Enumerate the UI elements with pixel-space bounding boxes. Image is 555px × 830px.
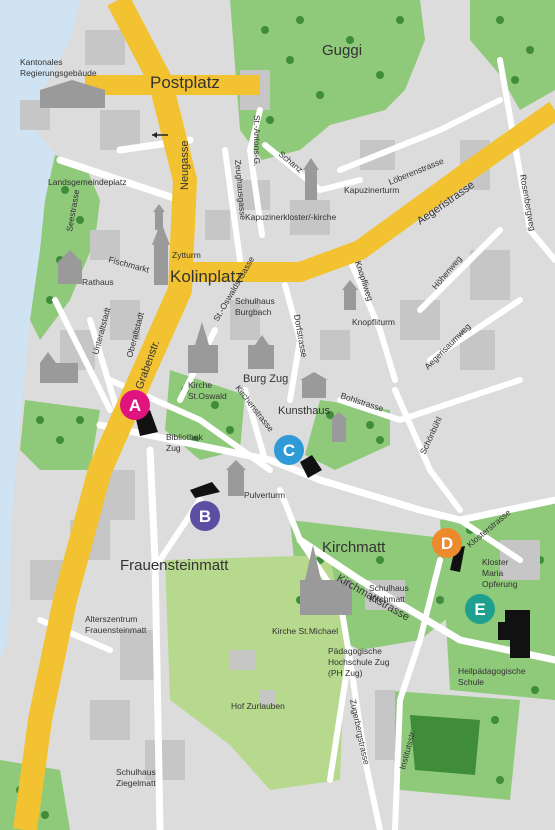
label-ph-1: Pädagogische: [328, 646, 382, 656]
label-heilpaed-2: Schule: [458, 677, 484, 687]
label-alterszentrum-1: Alterszentrum: [85, 614, 137, 624]
rathaus-icon: [58, 250, 82, 284]
label-kirche-oswald-2: St.Oswald: [188, 391, 227, 401]
park-kunsthaus: [305, 400, 390, 470]
kapuzinerturm-icon: [303, 158, 319, 200]
marker-b-letter: B: [199, 507, 211, 526]
label-alterszentrum-2: Frauensteinmatt: [85, 625, 147, 635]
label-regierung-1: Kantonales: [20, 57, 63, 67]
marker-a-letter: A: [129, 396, 141, 415]
label-schulhaus-ziegel-2: Ziegelmatt: [116, 778, 156, 788]
tower-icon: [153, 204, 165, 230]
park-west: [20, 400, 100, 470]
kunsthaus-icon: [300, 372, 328, 398]
park-guggi: [230, 0, 425, 160]
label-kapuzinerkloster: Kapuzinerkloster/-kirche: [245, 212, 336, 222]
park-lakeshore: [30, 155, 100, 340]
highlighted-buildings: [135, 410, 530, 658]
label-schulhaus-kirchmatt-1: Schulhaus: [369, 583, 409, 593]
label-schulhaus-burgbach-2: Burgbach: [235, 307, 272, 317]
label-kolinplatz: Kolinplatz: [170, 267, 244, 286]
label-kapuzinerturm: Kapuzinerturm: [344, 185, 399, 195]
label-ph-3: (PH Zug): [328, 668, 363, 678]
knopfliturm-icon: [342, 280, 358, 310]
marker-e[interactable]: E: [465, 594, 495, 624]
government-building-icon: [40, 80, 105, 108]
label-neugasse: Neugasse: [179, 140, 191, 190]
label-frauensteinmatt: Frauensteinmatt: [120, 557, 229, 574]
label-kloster-3: Opferung: [482, 579, 518, 589]
marker-d[interactable]: D: [432, 528, 462, 558]
old-town-church-icon: [40, 352, 78, 383]
marker-e-circle: [465, 594, 495, 624]
label-ph-2: Hochschule Zug: [328, 657, 390, 667]
building-b: [190, 482, 220, 498]
label-st-antonsgasse: St.-Antons-G.: [252, 115, 262, 167]
church-michael-icon: [300, 545, 352, 615]
label-schulhaus-burgbach-1: Schulhaus: [235, 296, 275, 306]
building-d: [450, 546, 465, 572]
pulverturm-icon: [226, 460, 246, 496]
building-c-icon: [330, 412, 348, 442]
church-oswald-icon: [188, 322, 218, 373]
label-kirche-oswald-1: Kirche: [188, 380, 212, 390]
label-kloster-1: Kloster: [482, 557, 509, 567]
label-burg-zug: Burg Zug: [243, 373, 288, 385]
marker-c-letter: C: [283, 441, 295, 460]
road-neugasse-grabenstr: [13, 0, 197, 830]
label-landsgemeindeplatz: Landsgemeindeplatz: [48, 177, 126, 187]
label-regierung-2: Regierungsgebäude: [20, 68, 97, 78]
marker-a-circle: [120, 390, 150, 420]
label-hof-zurlauben: Hof Zurlauben: [231, 701, 285, 711]
landmark-icons: [40, 80, 358, 615]
marker-c[interactable]: C: [274, 435, 304, 465]
label-rathaus: Rathaus: [82, 277, 114, 287]
building-c: [300, 455, 322, 478]
one-way-arrow-icon: [152, 132, 168, 138]
label-bibliothek-1: Bibliothek: [166, 432, 204, 442]
label-pulverturm: Pulverturm: [244, 490, 285, 500]
label-knopfliturm: Knopfliturm: [352, 317, 395, 327]
marker-e-letter: E: [474, 600, 485, 619]
burg-zug-icon: [248, 335, 274, 369]
label-kunsthaus: Kunsthaus: [278, 405, 330, 417]
park-northeast: [470, 0, 555, 110]
label-postplatz: Postplatz: [150, 73, 220, 92]
sports-field: [410, 715, 480, 775]
label-kirche-michael: Kirche St.Michael: [272, 626, 338, 636]
label-bibliothek-2: Zug: [166, 443, 181, 453]
road-aegeristrasse: [170, 101, 555, 282]
zytturm-icon: [152, 222, 170, 285]
marker-d-letter: D: [441, 534, 453, 553]
marker-b-circle: [190, 501, 220, 531]
label-zytturm: Zytturm: [172, 250, 201, 260]
label-kloster-2: Maria: [482, 568, 504, 578]
label-schulhaus-ziegel-1: Schulhaus: [116, 767, 156, 777]
label-heilpaed-1: Heilpädagogische: [458, 666, 526, 676]
marker-d-circle: [432, 528, 462, 558]
label-guggi: Guggi: [322, 42, 362, 59]
marker-b[interactable]: B: [190, 501, 220, 531]
label-kirchmatt: Kirchmatt: [322, 539, 386, 556]
label-schulhaus-kirchmatt-2: Kirchmatt: [369, 594, 406, 604]
marker-c-circle: [274, 435, 304, 465]
building-e: [498, 610, 530, 658]
marker-a[interactable]: A: [120, 390, 150, 420]
main-roads: [13, 0, 555, 830]
